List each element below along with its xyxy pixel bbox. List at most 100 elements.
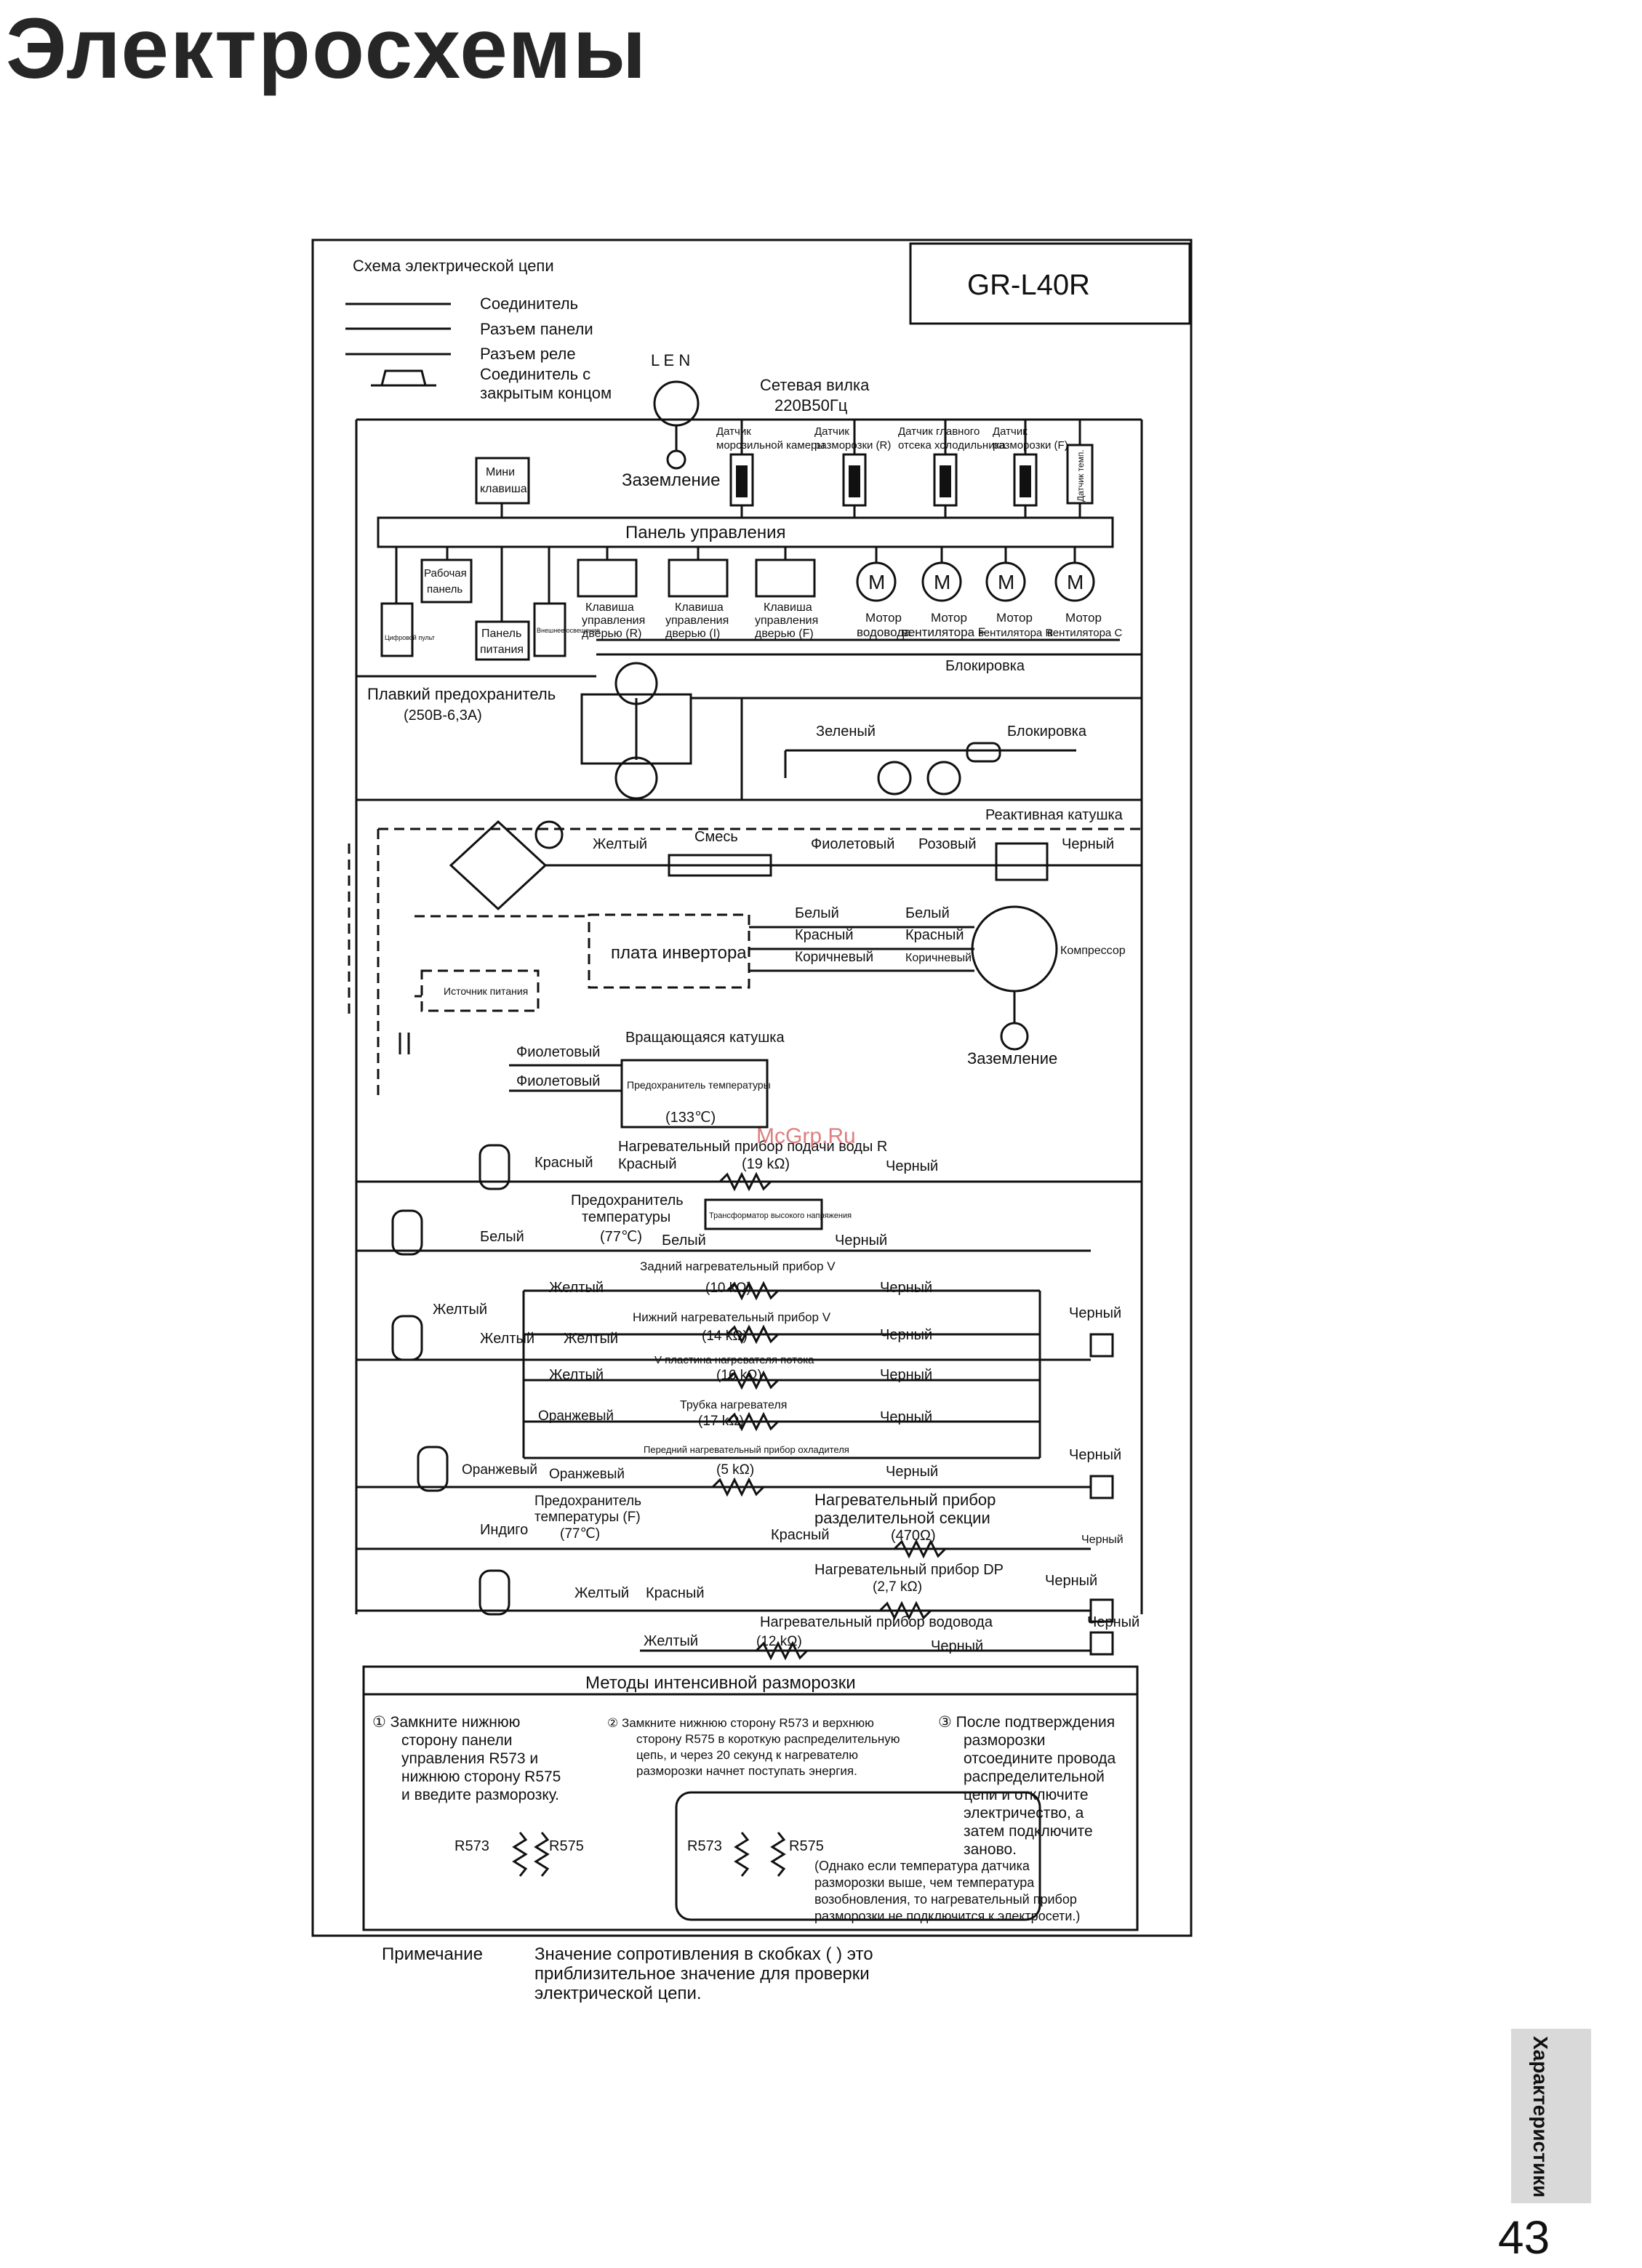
step-3-line-6: электричество, а	[964, 1805, 1084, 1822]
model-label: GR-L40R	[967, 269, 1090, 301]
motor-symbol-3: M	[998, 571, 1014, 593]
step-3-line-2: разморозки	[964, 1732, 1046, 1749]
step-3-line-1: ③ После подтверждения	[938, 1714, 1115, 1731]
yellow-wire-label-7: Желтый	[574, 1585, 629, 1601]
door-switch-f-label-2: управления	[755, 614, 818, 627]
plug-label: Сетевая вилка	[760, 376, 870, 394]
note-line-3: электрической цепи.	[534, 1984, 702, 2003]
motor-2-label: Мотор	[931, 611, 967, 625]
red-wire-label-6: Красный	[646, 1585, 705, 1601]
heater-6-label: Передний нагревательный прибор охладител…	[644, 1444, 849, 1455]
temp-fuse-label: Предохранитель температуры	[627, 1079, 771, 1091]
black-wire-label-10: Черный	[886, 1464, 938, 1480]
yellow-wire-label-5: Желтый	[480, 1331, 534, 1347]
legend-closed-end-2: закрытым концом	[480, 384, 612, 402]
white-wire-label-2: Белый	[905, 905, 950, 921]
sensor-1-label-2: морозильной камеры	[716, 439, 825, 452]
black-wire-label-12: Черный	[1045, 1573, 1097, 1589]
control-panel-label: Панель управления	[625, 523, 785, 542]
black-wire-label-6: Черный	[1069, 1305, 1121, 1321]
heater-9-value: (12 kΩ)	[756, 1634, 802, 1649]
heater-5-label: Трубка нагревателя	[680, 1399, 787, 1411]
door-switch-r-label-3: дверью (R)	[582, 628, 641, 640]
step-3-line-7: затем подключите	[964, 1823, 1093, 1840]
sensor-2-label: Датчик	[814, 425, 849, 438]
work-panel-label: Рабочая	[424, 567, 467, 580]
motor-symbol-2: M	[934, 571, 950, 593]
heater-5-value: (17 kΩ)	[698, 1414, 744, 1429]
violet-wire-label-3: Фиолетовый	[516, 1073, 600, 1089]
black-wire-label-2: Черный	[886, 1158, 938, 1174]
black-wire-label-14: Черный	[931, 1638, 983, 1654]
sensor-1-label: Датчик	[716, 425, 751, 438]
digital-remote-label: Цифровой пульт	[385, 634, 435, 641]
sensor-2-element	[849, 465, 860, 497]
yellow-wire-label-6: Желтый	[549, 1367, 604, 1383]
step-2-note-line-1: (Однако если температура датчика	[814, 1859, 1030, 1873]
legend-relay-connector: Разъем реле	[480, 345, 576, 363]
motor-symbol-1: M	[868, 571, 885, 593]
r573-label-2: R573	[687, 1838, 722, 1854]
red-wire-label: Красный	[795, 927, 854, 943]
orange-wire-label-2: Оранжевый	[462, 1462, 537, 1478]
lock-label-2: Блокировка	[1007, 724, 1087, 740]
motor-1-label-2: водовода	[857, 625, 911, 639]
motor-symbol-4: M	[1067, 571, 1084, 593]
step-2-line-3: цепь, и через 20 секунд к нагревателю	[636, 1748, 858, 1762]
heater-7-value: (470Ω)	[891, 1528, 936, 1544]
motor-3-label-2: вентилятора R	[978, 627, 1053, 639]
pink-wire-label: Розовый	[918, 836, 977, 852]
step-2-note-line-2: разморозки выше, чем температура	[814, 1875, 1035, 1890]
heater-2-value: (10 kΩ)	[705, 1281, 751, 1296]
black-wire-label-7: Черный	[880, 1367, 932, 1383]
sensor-3-label-2: отсека холодильника	[898, 439, 1006, 452]
r575-label-2: R575	[789, 1838, 824, 1854]
black-wire-label-8: Черный	[880, 1409, 932, 1425]
r575-label: R575	[549, 1838, 584, 1854]
step-3-line-8: заново.	[964, 1841, 1017, 1858]
mini-switch-label-2: клавиша	[480, 483, 527, 495]
diagram-frame	[311, 239, 1193, 1937]
motor-1-label: Мотор	[865, 611, 902, 625]
violet-wire-label-2: Фиолетовый	[516, 1044, 600, 1060]
step-2-line-4: разморозки начнет поступать энергия.	[636, 1764, 857, 1778]
defrost-methods-title: Методы интенсивной разморозки	[585, 1673, 856, 1693]
note-line-2: приблизительное значение для проверки	[534, 1964, 870, 1984]
sensor-3-label: Датчик главного	[898, 425, 980, 438]
lock-label: Блокировка	[945, 658, 1025, 674]
black-wire-label-3: Черный	[835, 1233, 887, 1249]
red-wire-label-5: Красный	[771, 1527, 830, 1543]
black-wire-label: Черный	[1062, 836, 1114, 852]
step-1-line-3: управления R573 и	[401, 1750, 538, 1767]
motor-4-label-2: вентилятора C	[1047, 627, 1122, 639]
step-3-line-5: цепи и отключите	[964, 1787, 1089, 1803]
brown-wire-label-2: Коричневый	[905, 952, 972, 964]
fuse-label: Плавкий предохранитель	[367, 685, 556, 703]
motor-3-label: Мотор	[996, 611, 1033, 625]
brown-wire-label: Коричневый	[795, 950, 873, 965]
heater-7-label: Нагревательный прибор	[814, 1491, 996, 1509]
temp-fuse-f-rating: (77℃)	[560, 1526, 600, 1542]
external-light-label: Внешнее освещение	[537, 627, 600, 634]
door-switch-f-label: Клавиша	[764, 601, 812, 614]
inverter-label: плата инвертора	[611, 943, 747, 963]
heater-8-label: Нагревательный прибор DP	[814, 1562, 1004, 1578]
step-2-line-1: ② Замкните нижнюю сторону R573 и верхнюю	[607, 1716, 874, 1730]
red-wire-label-2: Красный	[905, 927, 964, 943]
mix-wire-label: Смесь	[694, 829, 738, 845]
sensor-2-label-2: разморозки (R)	[814, 439, 891, 452]
black-wire-label-13: Черный	[1087, 1614, 1140, 1630]
sensor-5-label: Датчик темп.	[1076, 449, 1086, 502]
heater-1-label: Нагревательный прибор подачи воды R	[618, 1139, 887, 1155]
white-wire-label-3: Белый	[480, 1229, 524, 1245]
door-switch-r-label: Клавиша	[585, 601, 634, 614]
hv-transformer-label: Трансформатор высокого напряжения	[709, 1211, 852, 1220]
temp-fuse-rating: (133℃)	[665, 1110, 716, 1126]
sensor-4-element	[1020, 465, 1031, 497]
temp-fuse-f-label-2: температуры (F)	[534, 1510, 641, 1525]
temp-fuse-f-label: Предохранитель	[534, 1494, 641, 1509]
yellow-wire-label-8: Желтый	[644, 1633, 698, 1649]
step-1-line-1: ① Замкните нижнюю	[372, 1714, 520, 1731]
step-1-line-2: сторону панели	[401, 1732, 512, 1749]
